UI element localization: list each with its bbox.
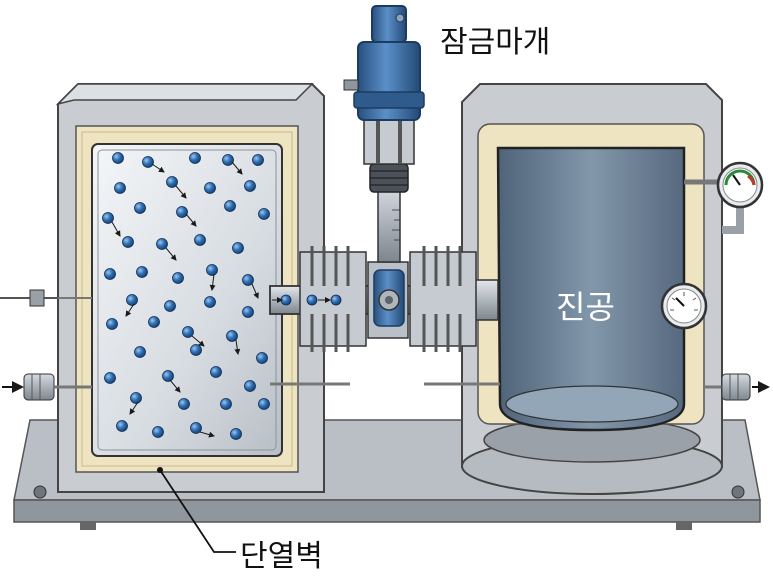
valve-label: 잠금마개	[440, 25, 550, 60]
pressure-gauge-lower	[660, 282, 708, 330]
shutoff-valve	[343, 5, 425, 263]
pressure-gauge-upper	[684, 161, 764, 234]
vacuum-label: 진공	[556, 288, 615, 326]
insulation-wall-label: 단열벽	[240, 539, 323, 574]
right-chamber	[424, 83, 770, 495]
insulation-leader	[157, 467, 236, 553]
outlet-fitting	[704, 373, 770, 401]
gas-molecules	[102, 152, 342, 440]
inlet-fitting	[2, 373, 92, 401]
vacuum-vessel	[496, 146, 686, 432]
